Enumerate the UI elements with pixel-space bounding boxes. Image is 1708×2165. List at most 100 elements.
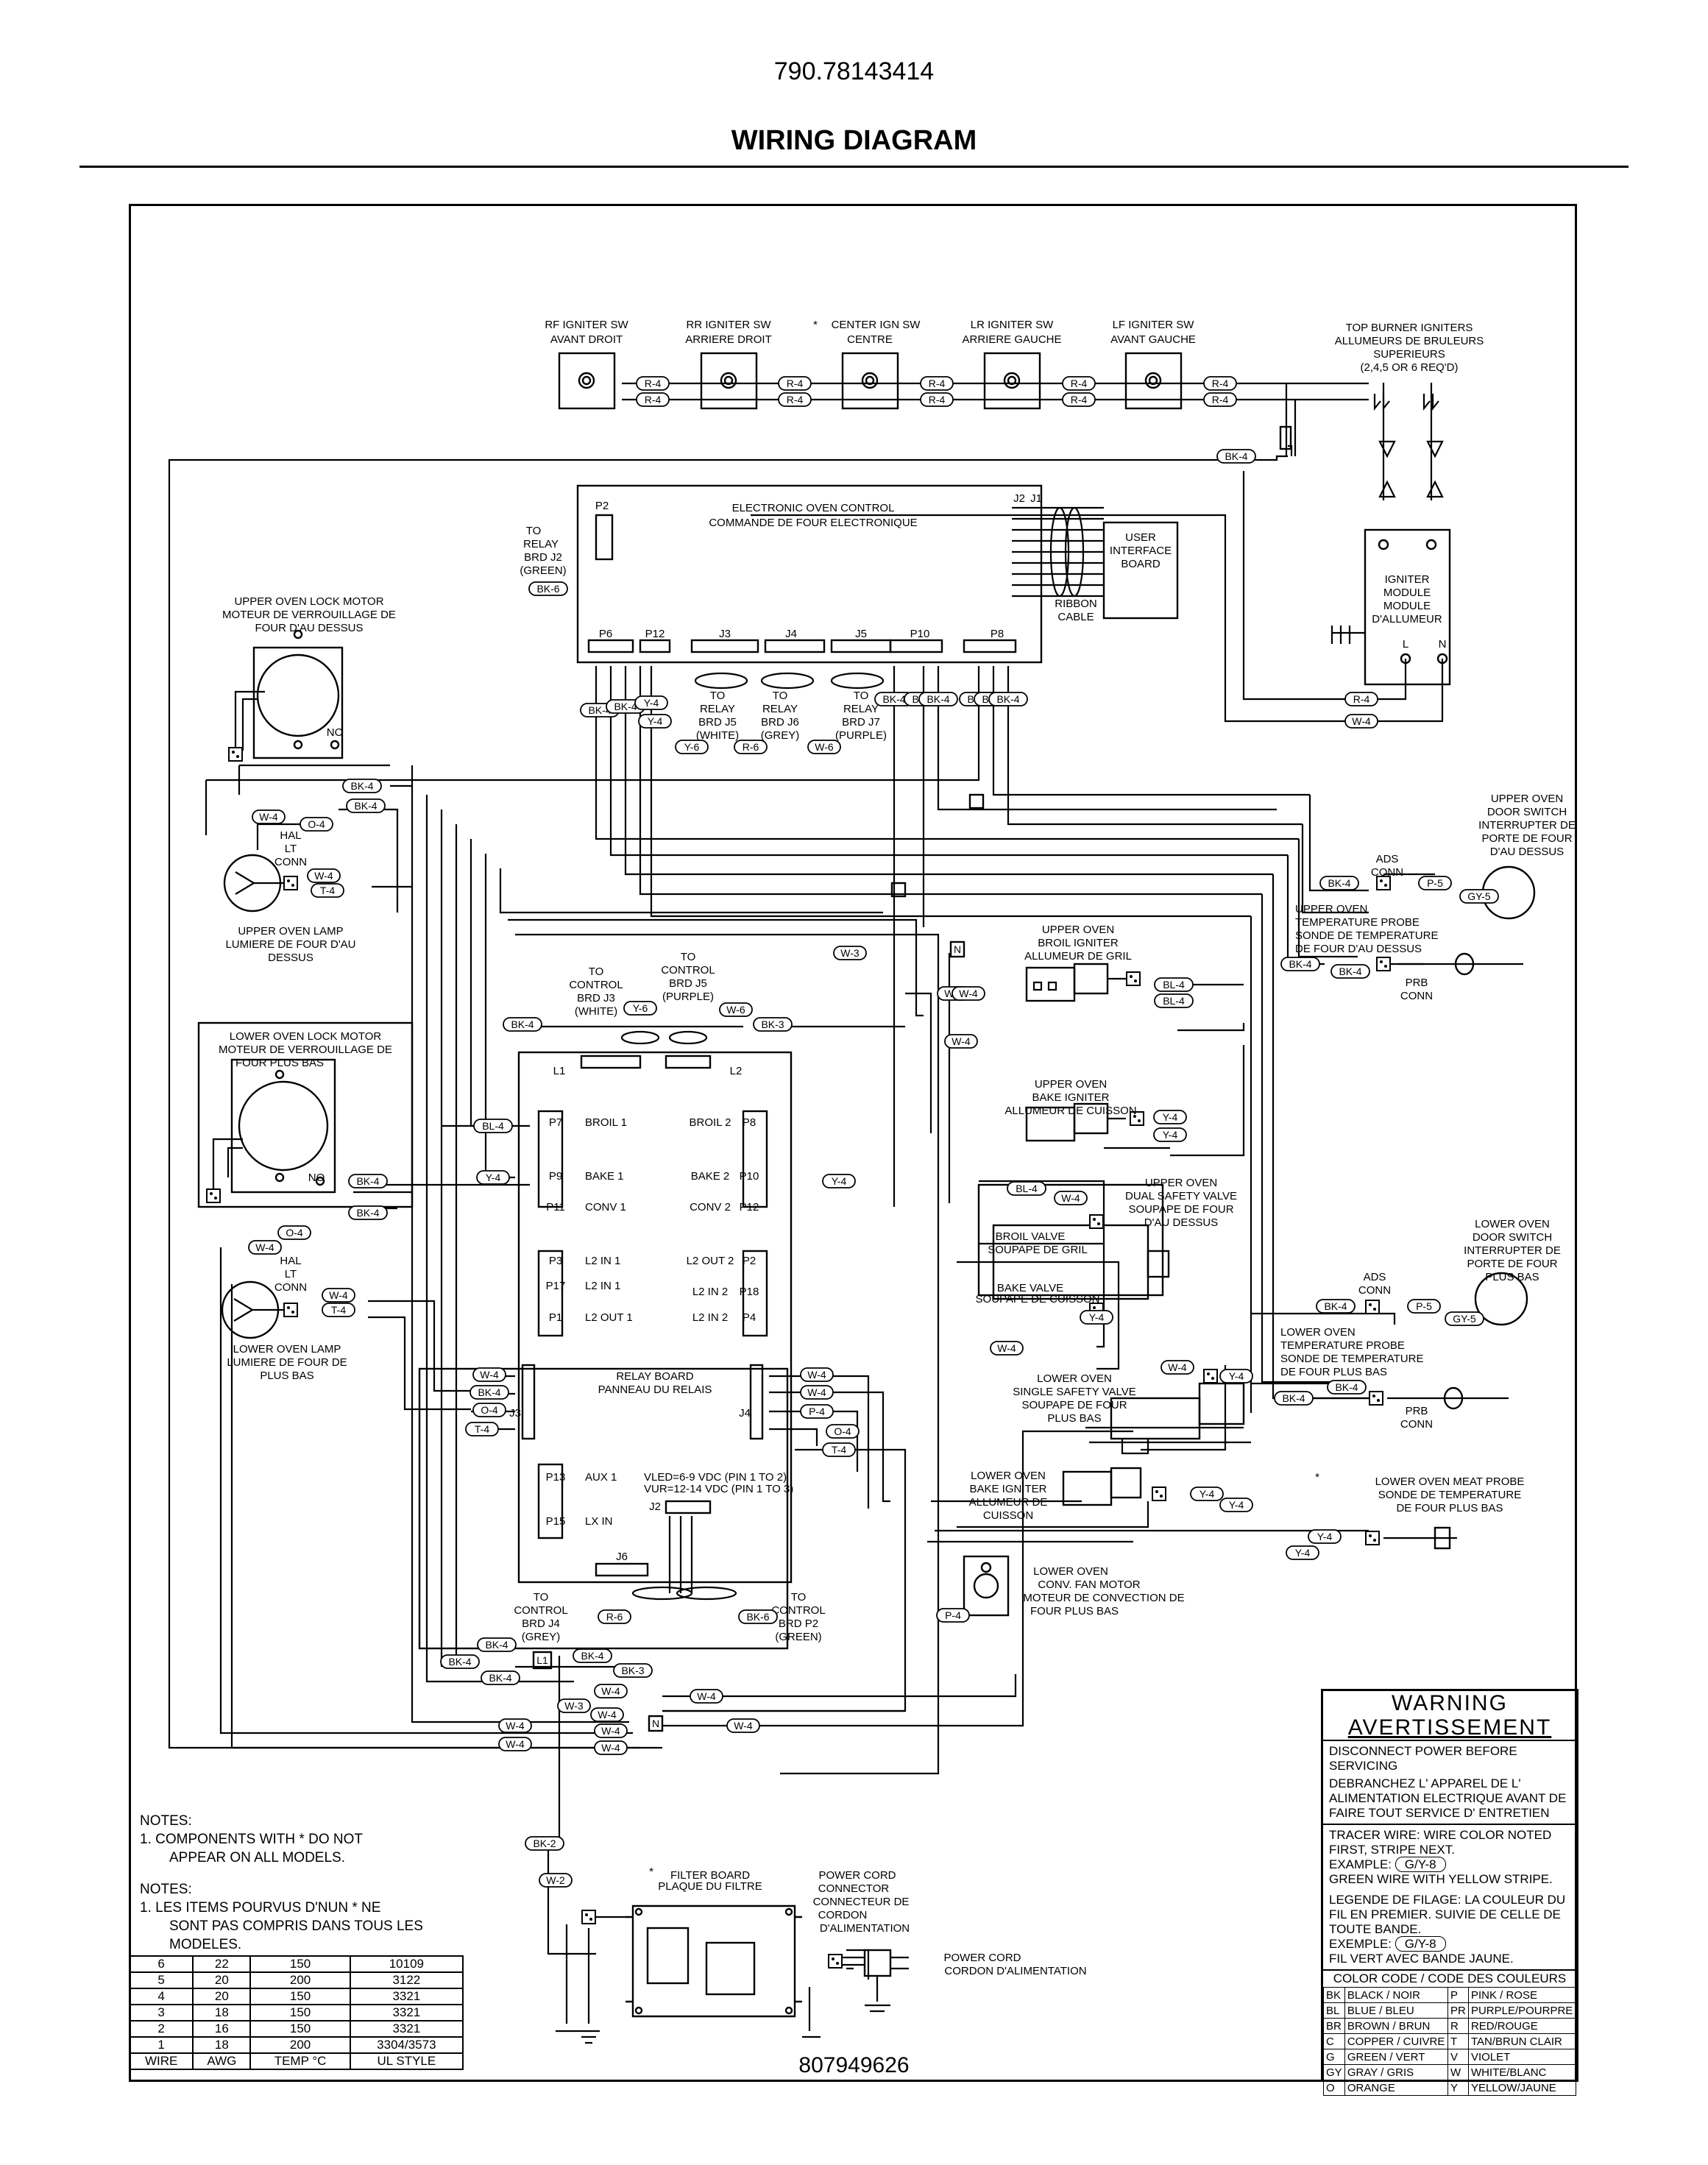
svg-text:RIBBON: RIBBON (1055, 598, 1097, 610)
wire-tag-t4: T-4 (322, 1303, 355, 1317)
wire-tag-bk4: BK-4 (346, 798, 386, 813)
asterisk-icon: * (299, 1832, 305, 1847)
wire-tag-w4: W-4 (800, 1367, 834, 1382)
svg-text:CONV 2: CONV 2 (690, 1201, 731, 1213)
svg-text:W-4: W-4 (314, 870, 333, 882)
svg-text:R-4: R-4 (1353, 693, 1370, 705)
wire-tag-bk2: BK-2 (525, 1836, 564, 1851)
svg-text:Y-4: Y-4 (1163, 1129, 1178, 1141)
wire-tag-bk4: BK-4 (1280, 957, 1320, 971)
wire-tag-y4: Y-4 (822, 1174, 856, 1188)
wire-tag-y6: Y-6 (675, 740, 709, 754)
svg-text:N: N (652, 1718, 659, 1729)
svg-text:MOTEUR DE VERROUILLAGE DE: MOTEUR DE VERROUILLAGE DE (222, 609, 396, 621)
node-l1: L1 (532, 1651, 553, 1670)
svg-text:FOUR PLUS BAS: FOUR PLUS BAS (1030, 1605, 1119, 1617)
model-number: 790.78143414 (773, 57, 935, 85)
wire-tag-w4: W-4 (990, 1341, 1024, 1356)
svg-text:BRD J6: BRD J6 (761, 716, 799, 729)
wire-tag-y4: Y-4 (1080, 1310, 1113, 1325)
svg-text:R-4: R-4 (645, 378, 662, 389)
svg-text:PORTE DE FOUR: PORTE DE FOUR (1467, 1258, 1557, 1270)
wire-tag-y4: Y-4 (1219, 1369, 1253, 1383)
svg-text:CONN: CONN (1358, 1284, 1391, 1297)
wire-tag-bk6: BK-6 (738, 1609, 778, 1624)
svg-text:P17: P17 (546, 1280, 566, 1292)
svg-text:RELAY: RELAY (843, 703, 879, 715)
svg-text:Y-4: Y-4 (644, 697, 659, 709)
wire-tag-bk4: BK-4 (1319, 876, 1359, 890)
wire-tag-gy5: GY-5 (1445, 1311, 1484, 1326)
svg-text:SONDE DE TEMPERATURE: SONDE DE TEMPERATURE (1295, 929, 1438, 942)
svg-text:W-4: W-4 (601, 1725, 620, 1737)
svg-text:P1: P1 (549, 1311, 562, 1324)
svg-text:(PURPLE): (PURPLE) (662, 991, 714, 1003)
wire-tag-y4: Y-4 (476, 1170, 510, 1185)
wire-tag-w4: W-4 (472, 1367, 506, 1382)
svg-text:BK-4: BK-4 (1289, 958, 1311, 970)
svg-text:J2: J2 (649, 1500, 661, 1513)
svg-text:(WHITE): (WHITE) (696, 729, 739, 742)
svg-text:W-4: W-4 (1352, 715, 1371, 727)
wire-tag-w4: W-4 (498, 1718, 532, 1733)
svg-text:UPPER OVEN LOCK MOTOR: UPPER OVEN LOCK MOTOR (234, 595, 383, 608)
svg-text:DESSUS: DESSUS (268, 952, 313, 964)
wire-tag-o4: O-4 (300, 817, 333, 832)
wire-tag-w3: W-3 (557, 1698, 591, 1713)
svg-text:J5: J5 (855, 628, 867, 640)
wire-tag-y4: Y-4 (1153, 1127, 1187, 1142)
svg-text:(2,4,5 OR 6 REQ'D): (2,4,5 OR 6 REQ'D) (1361, 361, 1459, 374)
svg-text:BK-4: BK-4 (485, 1639, 508, 1651)
svg-text:INTERRUPTER DE: INTERRUPTER DE (1464, 1244, 1561, 1257)
wire-tag-o4: O-4 (472, 1403, 506, 1417)
svg-text:W-3: W-3 (840, 947, 860, 959)
svg-text:P15: P15 (546, 1515, 566, 1528)
wire-tag-r4: R-4 (636, 376, 670, 391)
svg-text:T-4: T-4 (331, 1304, 346, 1316)
title-rule (79, 166, 1629, 168)
svg-text:W-4: W-4 (1168, 1361, 1187, 1373)
rf-igniter-switch (558, 352, 616, 410)
svg-text:P9: P9 (549, 1170, 562, 1183)
svg-text:BRD J7: BRD J7 (842, 716, 880, 729)
igniter-module (1364, 528, 1451, 686)
svg-text:BK-4: BK-4 (614, 701, 637, 712)
svg-text:BL-4: BL-4 (1016, 1183, 1038, 1194)
svg-text:INTERFACE: INTERFACE (1110, 545, 1172, 557)
svg-text:R-4: R-4 (1071, 378, 1088, 389)
svg-text:L2: L2 (730, 1065, 743, 1077)
svg-text:BRD J5: BRD J5 (669, 977, 707, 990)
svg-text:P10: P10 (740, 1170, 759, 1183)
svg-text:HAL: HAL (280, 829, 301, 842)
wire-tag-bk4: BK-4 (1330, 964, 1370, 979)
svg-text:LOWER OVEN: LOWER OVEN (1037, 1372, 1112, 1385)
wire-tag-r4: R-4 (1344, 692, 1378, 706)
svg-text:W-6: W-6 (815, 741, 834, 753)
svg-text:LUMIERE DE FOUR D'AU: LUMIERE DE FOUR D'AU (225, 938, 355, 951)
wire-tag-bk4: BK-4 (440, 1654, 480, 1669)
wire-tag-w4: W-4 (322, 1288, 355, 1303)
svg-text:R-4: R-4 (929, 378, 946, 389)
svg-text:(GREY): (GREY) (522, 1631, 561, 1643)
svg-text:CUISSON: CUISSON (983, 1509, 1033, 1522)
wire-tag-bl4: BL-4 (1154, 993, 1194, 1008)
svg-text:CORDON D'ALIMENTATION: CORDON D'ALIMENTATION (944, 1965, 1086, 1977)
svg-text:R-6: R-6 (743, 741, 759, 753)
svg-text:BK-4: BK-4 (354, 800, 377, 812)
wire-tag-t4: T-4 (311, 883, 344, 898)
svg-text:P-4: P-4 (809, 1406, 825, 1417)
svg-text:MODULE: MODULE (1383, 587, 1431, 599)
svg-text:COMMANDE DE FOUR ELECTRONIQUE: COMMANDE DE FOUR ELECTRONIQUE (709, 517, 917, 529)
svg-text:N: N (1439, 638, 1447, 651)
svg-text:DOOR SWITCH: DOOR SWITCH (1487, 806, 1567, 818)
svg-text:ARRIERE DROIT: ARRIERE DROIT (685, 333, 772, 346)
svg-text:Y-4: Y-4 (1229, 1370, 1244, 1382)
